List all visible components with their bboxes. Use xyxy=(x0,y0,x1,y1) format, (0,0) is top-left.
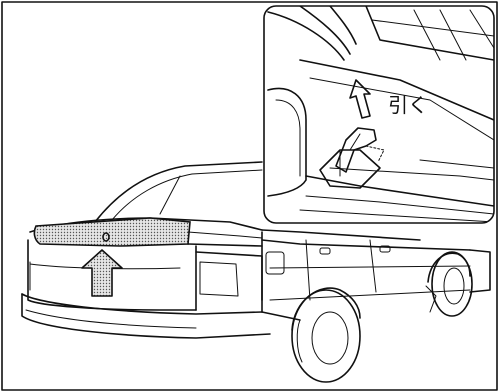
front-wheel xyxy=(432,252,472,316)
pull-label: 引く xyxy=(388,93,428,117)
inset-detail: 引く xyxy=(264,6,494,223)
rear-spoiler xyxy=(34,218,190,246)
rear-door-handle xyxy=(320,248,330,254)
fuel-lid xyxy=(266,252,284,274)
trunk-open-arrow xyxy=(82,250,122,296)
rear-wheel xyxy=(292,290,360,382)
